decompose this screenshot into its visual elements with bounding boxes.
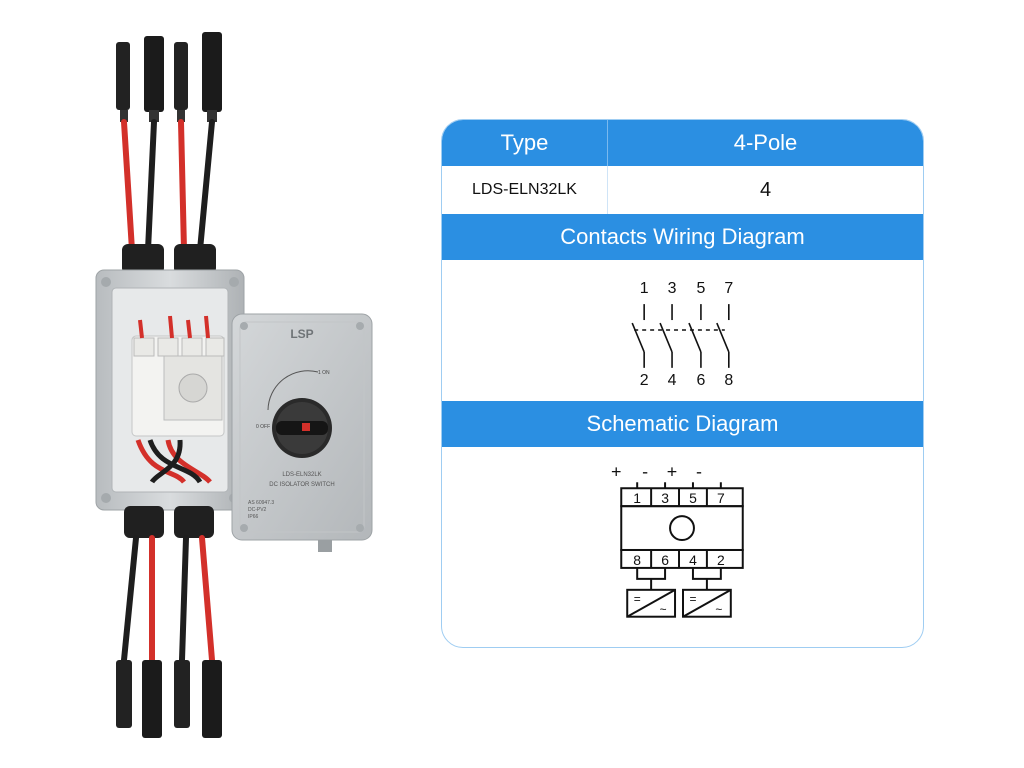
bottom-terminal-block	[620, 548, 744, 569]
enclosure-base	[95, 269, 245, 511]
schematic-terminal-top: 7	[717, 490, 725, 506]
wiring-diagram-title: Contacts Wiring Diagram	[442, 214, 923, 260]
on-label: 1 ON	[318, 370, 330, 376]
schematic-diagram-title: Schematic Diagram	[442, 401, 923, 447]
dc-symbol: =	[689, 592, 696, 606]
standard-line-1: AS 60947.3	[248, 500, 274, 506]
polarity-label: +	[667, 461, 677, 481]
model-label: LDS-ELN32LK	[282, 472, 321, 478]
schematic-terminal-top: 5	[689, 490, 697, 506]
schematic-terminal-bottom: 2	[717, 552, 725, 568]
polarity-label: -	[696, 461, 702, 481]
terminal-label-bottom: 8	[724, 372, 733, 389]
contact-blade	[688, 322, 702, 353]
schematic-terminal-top: 3	[661, 490, 669, 506]
schematic-terminal-bottom: 6	[661, 552, 669, 568]
table-header-row: Type 4-Pole	[442, 120, 923, 166]
pole-count-cell: 4	[759, 178, 772, 201]
top-cables	[121, 119, 215, 253]
terminal-label-bottom: 6	[696, 372, 705, 389]
polarity-label: +	[611, 461, 621, 481]
device-subtitle: DC ISOLATOR SWITCH	[269, 482, 334, 488]
schematic-terminal-top: 1	[633, 490, 641, 506]
switch-knob-symbol	[669, 515, 695, 542]
pole-header: 4-Pole	[733, 130, 798, 155]
terminal-label-top: 1	[640, 280, 649, 297]
off-label: 0 OFF	[256, 424, 270, 430]
inverter-symbol	[626, 588, 677, 618]
terminal-label-top: 7	[724, 280, 733, 297]
model-cell: LDS-ELN32LK	[442, 166, 608, 214]
front-cover: LSP 1 ON 0 OFF LDS-ELN32LK DC ISOLATOR S…	[231, 313, 373, 552]
inverter-diagonal	[682, 588, 732, 618]
spec-table: Type 4-Pole LDS-ELN32LK 4 Contacts Wirin…	[441, 119, 924, 648]
table-row: LDS-ELN32LK 4	[442, 166, 923, 214]
schematic-terminal-bottom: 4	[689, 552, 697, 568]
standard-line-3: IP66	[248, 514, 259, 520]
ac-symbol: ~	[660, 603, 667, 617]
contact-blade	[631, 322, 645, 353]
switch-body	[620, 505, 744, 551]
wire-pair-1	[636, 567, 667, 580]
terminal-label-bottom: 2	[640, 372, 649, 389]
terminal-label-bottom: 4	[668, 372, 677, 389]
terminal-label-top: 3	[668, 280, 677, 297]
terminal-label-top: 5	[696, 280, 705, 297]
dc-symbol: =	[634, 592, 641, 606]
contact-blade	[659, 322, 673, 353]
standard-line-2: DC-PV2	[248, 507, 267, 513]
isolator-switch-illustration: LSP 1 ON 0 OFF LDS-ELN32LK DC ISOLATOR S…	[95, 32, 373, 738]
contact-blade	[716, 322, 730, 353]
inverter-diagonal	[626, 588, 676, 618]
wire-pair-2	[691, 567, 722, 580]
type-header: Type	[442, 120, 608, 166]
brand-logo: LSP	[290, 327, 313, 341]
bottom-mc4-connectors	[116, 660, 222, 738]
schematic-terminal-bottom: 8	[633, 552, 641, 568]
top-mc4-connectors	[116, 32, 222, 122]
ac-symbol: ~	[715, 603, 722, 617]
polarity-label: -	[642, 461, 648, 481]
bottom-cables	[121, 535, 215, 663]
contacts-wiring-diagram: 1 2 3 4 5 6 7 8	[631, 280, 733, 389]
inverter-symbol	[682, 588, 732, 618]
